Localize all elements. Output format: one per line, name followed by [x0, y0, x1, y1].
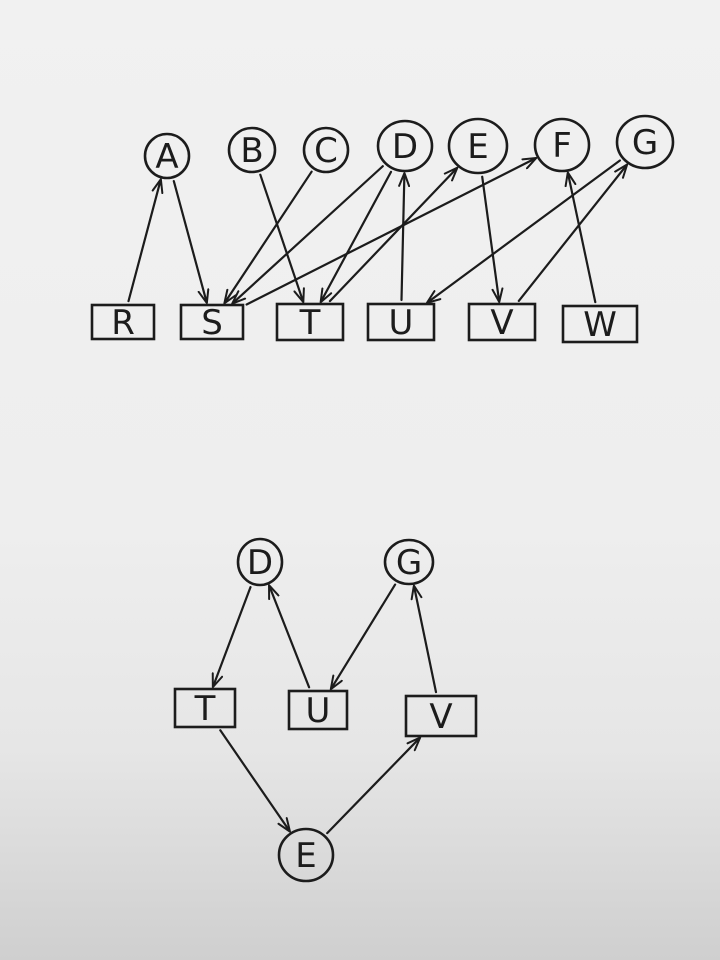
bottom-graph: D G T U V E — [173, 537, 478, 883]
bottom-graph-edge-g-to-u — [329, 583, 397, 691]
top-graph-edge-s-to-f — [245, 156, 538, 306]
top-graph-node-s: S — [179, 303, 245, 343]
top-graph-node-f: F — [533, 117, 591, 173]
node-label: U — [306, 691, 331, 731]
top-graph-edge-a-to-s — [172, 180, 210, 305]
node-box — [366, 302, 436, 342]
top-graph-edge-e-to-v — [481, 175, 504, 303]
node-label: E — [295, 836, 316, 876]
node-label: U — [389, 303, 414, 343]
top-graph-node-t: T — [275, 302, 345, 343]
bottom-graph-edge-u-to-d — [268, 584, 311, 689]
top-graph-edge-w-to-f — [564, 171, 597, 304]
node-circle — [383, 538, 435, 586]
node-box — [287, 689, 349, 731]
top-graph-edge-r-to-a — [127, 178, 164, 303]
top-graph-edge-g-to-u — [425, 159, 622, 304]
bottom-graph-node-t: T — [173, 687, 237, 729]
node-circle — [277, 827, 335, 883]
node-label: E — [467, 127, 488, 167]
top-graph-edge-c-to-s — [223, 170, 313, 305]
top-graph-edge-t-to-e — [328, 166, 459, 303]
node-label: T — [194, 689, 216, 729]
top-graph-edge-v-to-g — [517, 163, 629, 302]
top-graph-node-b: B — [227, 126, 277, 174]
top-graph-node-g: G — [615, 114, 675, 170]
node-label: W — [583, 305, 617, 345]
node-label: S — [201, 303, 223, 343]
node-box — [173, 687, 237, 729]
top-graph-node-u: U — [366, 302, 436, 343]
node-box — [90, 303, 156, 341]
top-graph-node-c: C — [302, 126, 350, 174]
bottom-graph-edge-e-to-v — [326, 736, 422, 835]
node-label: C — [314, 131, 338, 171]
top-graph: A B C D E F G R S T U V W — [90, 114, 675, 345]
node-label: D — [247, 543, 273, 583]
node-label: V — [429, 697, 452, 737]
node-box — [467, 302, 537, 342]
node-circle — [227, 126, 277, 174]
bottom-graph-node-g: G — [383, 538, 435, 586]
node-circle — [143, 132, 191, 180]
top-graph-node-e: E — [447, 117, 509, 175]
node-circle — [447, 117, 509, 175]
top-graph-node-v: V — [467, 302, 537, 343]
bottom-graph-node-v: V — [404, 694, 478, 738]
top-graph-edge-d-to-t — [319, 170, 393, 304]
bottom-graph-node-d: D — [236, 537, 284, 587]
node-label: R — [111, 303, 135, 343]
bottom-graph-node-u: U — [287, 689, 349, 731]
node-box — [179, 303, 245, 341]
node-label: B — [240, 131, 263, 171]
node-circle — [302, 126, 350, 174]
top-graph-node-r: R — [90, 303, 156, 343]
top-graph-node-a: A — [143, 132, 191, 180]
node-circle — [615, 114, 675, 170]
node-label: F — [552, 126, 572, 166]
bottom-graph-edge-v-to-g — [410, 584, 438, 694]
bottom-graph-edge-d-to-t — [211, 585, 252, 689]
bottom-graph-node-e: E — [277, 827, 335, 883]
node-box — [404, 694, 478, 738]
node-circle — [533, 117, 591, 173]
node-label: A — [155, 137, 178, 177]
node-label: D — [392, 127, 418, 167]
top-graph-node-w: W — [561, 304, 639, 345]
bottom-graph-edge-t-to-e — [219, 729, 291, 833]
node-circle — [376, 119, 434, 173]
node-box — [275, 302, 345, 342]
top-graph-edge-d-to-s — [231, 165, 384, 305]
node-label: T — [299, 303, 321, 343]
top-graph-node-d: D — [376, 119, 434, 173]
top-graph-edge-u-to-d — [398, 172, 411, 302]
node-label: G — [632, 123, 658, 163]
node-box — [561, 304, 639, 344]
node-label: V — [490, 303, 513, 343]
node-circle — [236, 537, 284, 587]
node-label: G — [396, 543, 422, 583]
